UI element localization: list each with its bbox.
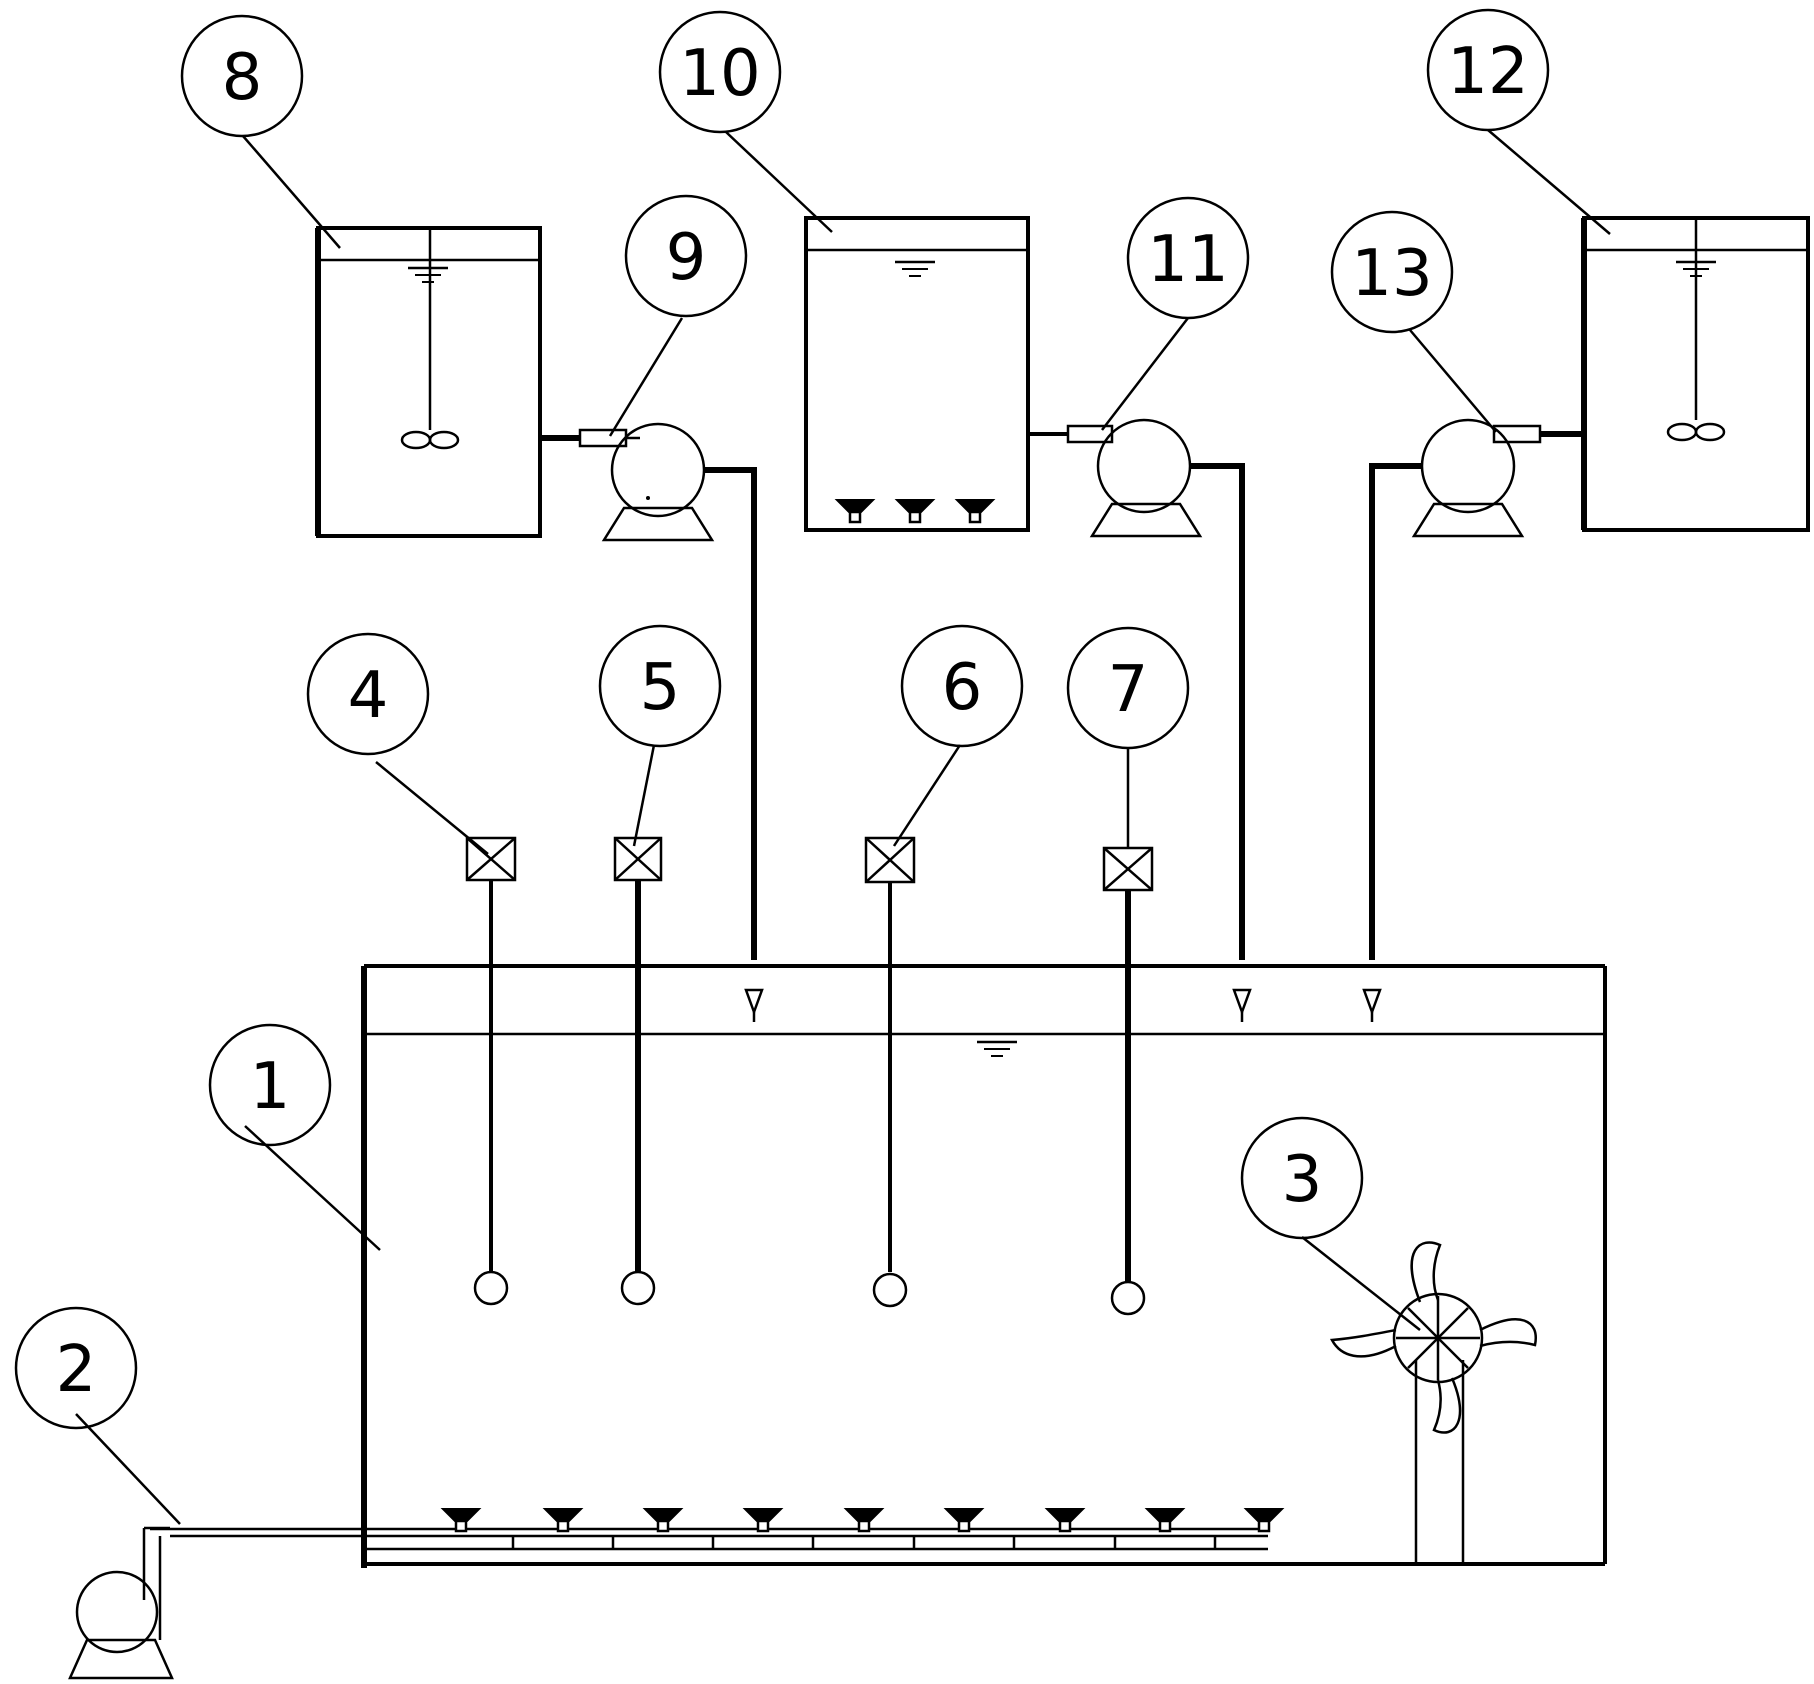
callout-3-label: 3 bbox=[1282, 1143, 1323, 1217]
callout-5: 5 bbox=[598, 624, 722, 748]
probe-a bbox=[465, 836, 517, 1306]
callout-9: 9 bbox=[624, 194, 748, 318]
diffuser-icon bbox=[944, 1507, 984, 1533]
water-level-icon bbox=[406, 266, 450, 284]
aeration-header-pipe bbox=[150, 1507, 1284, 1551]
callout-8: 8 bbox=[180, 14, 304, 138]
callout-13: 13 bbox=[1330, 210, 1454, 334]
water-level-icon bbox=[975, 1040, 1019, 1058]
callout-11-label: 11 bbox=[1147, 223, 1228, 297]
diffuser-icon bbox=[1045, 1507, 1085, 1533]
callout-2: 2 bbox=[14, 1306, 138, 1430]
main-reaction-tank bbox=[361, 964, 1607, 1568]
dosing-pump-a bbox=[540, 422, 764, 1024]
probe-d bbox=[1102, 846, 1154, 1316]
callout-11: 11 bbox=[1126, 196, 1250, 320]
callout-5-label: 5 bbox=[640, 651, 681, 725]
dosing-outlet-arrow-icon bbox=[744, 988, 764, 1024]
callout-3: 3 bbox=[1240, 1116, 1364, 1240]
submersible-mixer bbox=[1330, 1241, 1537, 1564]
diffuser-icon bbox=[835, 498, 875, 524]
callout-10: 10 bbox=[658, 10, 782, 134]
diffuser-icon bbox=[643, 1507, 683, 1533]
diffuser-icon bbox=[895, 498, 935, 524]
callout-12: 12 bbox=[1426, 8, 1550, 132]
callout-13-label: 13 bbox=[1351, 237, 1432, 311]
dosing-outlet-arrow-icon bbox=[1362, 988, 1382, 1024]
callout-6-label: 6 bbox=[942, 651, 983, 725]
diffuser-icon bbox=[955, 498, 995, 524]
diffuser-icon bbox=[441, 1507, 481, 1533]
probe-b bbox=[613, 836, 663, 1306]
callout-4: 4 bbox=[306, 632, 430, 756]
dosing-tank-b bbox=[1581, 216, 1810, 532]
dosing-pump-c bbox=[1362, 418, 1584, 1024]
callout-6: 6 bbox=[900, 624, 1024, 748]
callout-7-label: 7 bbox=[1108, 653, 1149, 727]
callout-1: 1 bbox=[208, 1023, 332, 1147]
callout-12-label: 12 bbox=[1447, 35, 1528, 109]
settling-tank bbox=[804, 216, 1030, 532]
leader-lines bbox=[75, 129, 1611, 1525]
probe-c bbox=[864, 836, 916, 1308]
air-blower-pump bbox=[68, 1526, 174, 1680]
callout-4-label: 4 bbox=[348, 659, 389, 733]
diffuser-icon bbox=[1244, 1507, 1284, 1533]
diffuser-icon bbox=[743, 1507, 783, 1533]
callout-2-label: 2 bbox=[56, 1333, 97, 1407]
callout-7: 7 bbox=[1066, 626, 1190, 750]
diffuser-icon bbox=[1145, 1507, 1185, 1533]
callout-10-label: 10 bbox=[679, 37, 760, 111]
dosing-pump-b bbox=[1028, 418, 1252, 1024]
water-level-icon bbox=[893, 260, 937, 278]
dosing-tank-a bbox=[315, 226, 542, 538]
diffuser-icon bbox=[543, 1507, 583, 1533]
callout-9-label: 9 bbox=[666, 221, 707, 295]
callout-8-label: 8 bbox=[222, 41, 263, 115]
dosing-outlet-arrow-icon bbox=[1232, 988, 1252, 1024]
diffuser-icon bbox=[844, 1507, 884, 1533]
callout-1-label: 1 bbox=[250, 1050, 291, 1124]
